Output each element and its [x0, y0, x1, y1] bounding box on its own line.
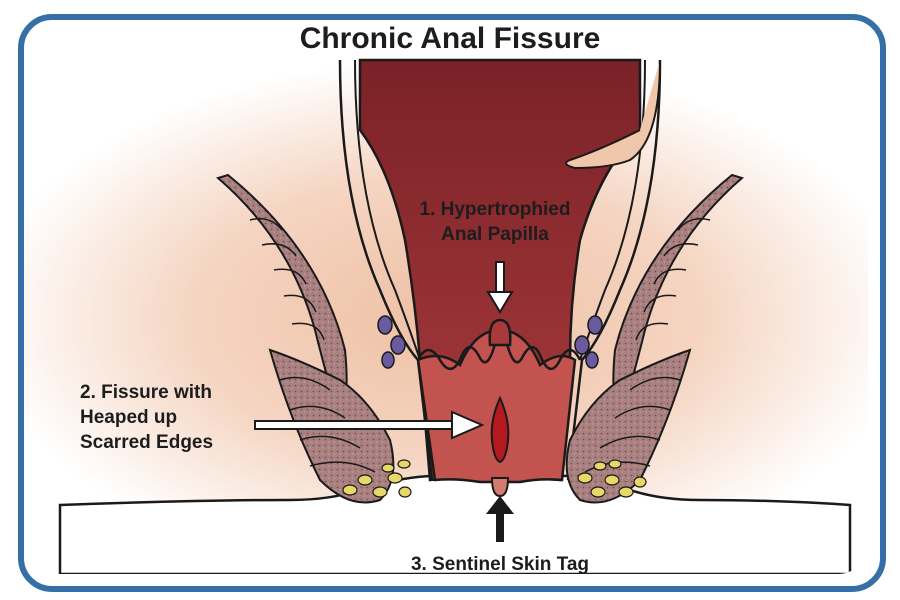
- right-wall-fold: [565, 59, 661, 170]
- left-fat: [398, 486, 412, 498]
- papilla-label: 1. Hypertrophied Anal Papilla: [380, 197, 610, 247]
- right-fat: [618, 486, 634, 498]
- fissure-label-line3: Scarred Edges: [80, 432, 214, 453]
- right-fat: [590, 486, 606, 498]
- diagram-title: Chronic Anal Fissure: [299, 22, 601, 55]
- right-vessel: [574, 335, 590, 355]
- papilla-label-line2: Anal Papilla: [441, 224, 549, 245]
- right-fat: [577, 472, 593, 484]
- left-rectal-wall: [338, 59, 434, 481]
- left-fat: [381, 463, 395, 473]
- right-fat: [633, 476, 647, 488]
- left-vessel: [390, 335, 406, 355]
- left-vessel: [377, 315, 393, 335]
- hypertrophied-papilla: [488, 318, 512, 347]
- right-fat: [604, 474, 620, 486]
- fissure-label: 2. Fissure with Heaped up Scarred Edges: [80, 380, 280, 455]
- fissure-arrow: [254, 410, 485, 440]
- left-fat: [397, 459, 411, 469]
- skin-tag-arrow: [486, 496, 514, 542]
- right-vessel: [587, 315, 603, 335]
- skin-tag-label: 3. Sentinel Skin Tag: [410, 554, 590, 575]
- left-fat: [387, 472, 403, 484]
- right-vessel: [585, 351, 599, 369]
- fissure-label-line1: 2. Fissure with: [80, 382, 212, 403]
- sentinel-skin-tag: [490, 477, 510, 498]
- right-fat: [593, 461, 607, 471]
- right-fat: [608, 459, 622, 469]
- papilla-arrow: [486, 261, 514, 314]
- papilla-label-line1: 1. Hypertrophied: [419, 199, 571, 220]
- fissure: [490, 395, 510, 464]
- left-fat: [372, 486, 388, 498]
- left-fat: [357, 474, 373, 486]
- right-rectal-wall: [566, 59, 662, 481]
- left-vessel: [381, 351, 395, 369]
- left-fat: [342, 484, 358, 496]
- fissure-label-line2: Heaped up: [80, 407, 178, 428]
